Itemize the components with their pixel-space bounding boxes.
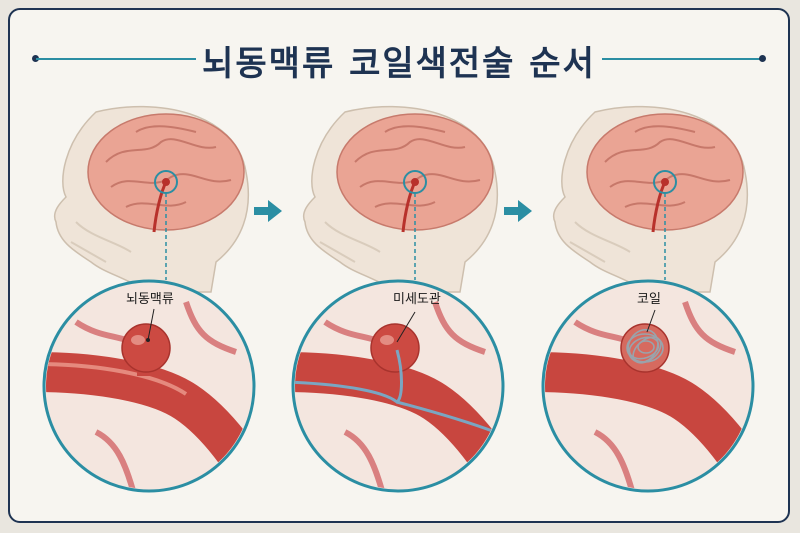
label-pointer (646, 309, 656, 333)
diagram-title: 뇌동맥류 코일색전술 순서 (202, 44, 596, 84)
aneurysm-sac (121, 323, 171, 373)
brain-folds (604, 125, 731, 208)
brain-folds (354, 125, 481, 208)
aneurysm-highlight (380, 335, 394, 345)
title-rule-right (602, 58, 762, 60)
step-arrow-2 (504, 200, 532, 226)
title-row: 뇌동맥류 코일색전술 순서 (10, 34, 788, 84)
label-pointer (147, 308, 155, 341)
brain-folds (105, 125, 232, 208)
step-arrow-1 (254, 200, 282, 226)
skull-lines (319, 221, 381, 263)
step-panel-aneurysm: 뇌동맥류 (36, 102, 286, 521)
step-panel-coil: 코일 (535, 102, 785, 521)
artery-highlight (46, 362, 188, 396)
aneurysm-dot (411, 178, 419, 186)
diagram-card: 뇌동맥류 코일색전술 순서 (8, 8, 790, 523)
branch-vessels (573, 301, 751, 489)
aneurysm-sac (370, 323, 420, 373)
step-3-illustration (541, 105, 755, 493)
skull-lines (70, 221, 132, 263)
label-pointer (396, 311, 416, 343)
microcatheter (295, 349, 496, 434)
aneurysm-highlight (131, 335, 145, 345)
step-label: 코일 (637, 292, 661, 307)
step-label: 미세도관 (393, 292, 441, 307)
step-label: 뇌동맥류 (126, 292, 174, 307)
branch-vessels (323, 301, 501, 489)
step-2-illustration (291, 105, 505, 493)
step-1-illustration (42, 105, 256, 493)
aneurysm-dot (162, 178, 170, 186)
title-dot-right (759, 55, 766, 62)
aneurysm-dot (661, 178, 669, 186)
title-dot-left (32, 55, 39, 62)
label-pointer-dot (146, 338, 150, 342)
step-panel-microcatheter: 미세도관 (285, 102, 535, 521)
branch-vessels (74, 301, 252, 489)
skull-lines (569, 221, 631, 263)
title-rule-left (36, 58, 196, 60)
coil-mass (626, 328, 664, 364)
